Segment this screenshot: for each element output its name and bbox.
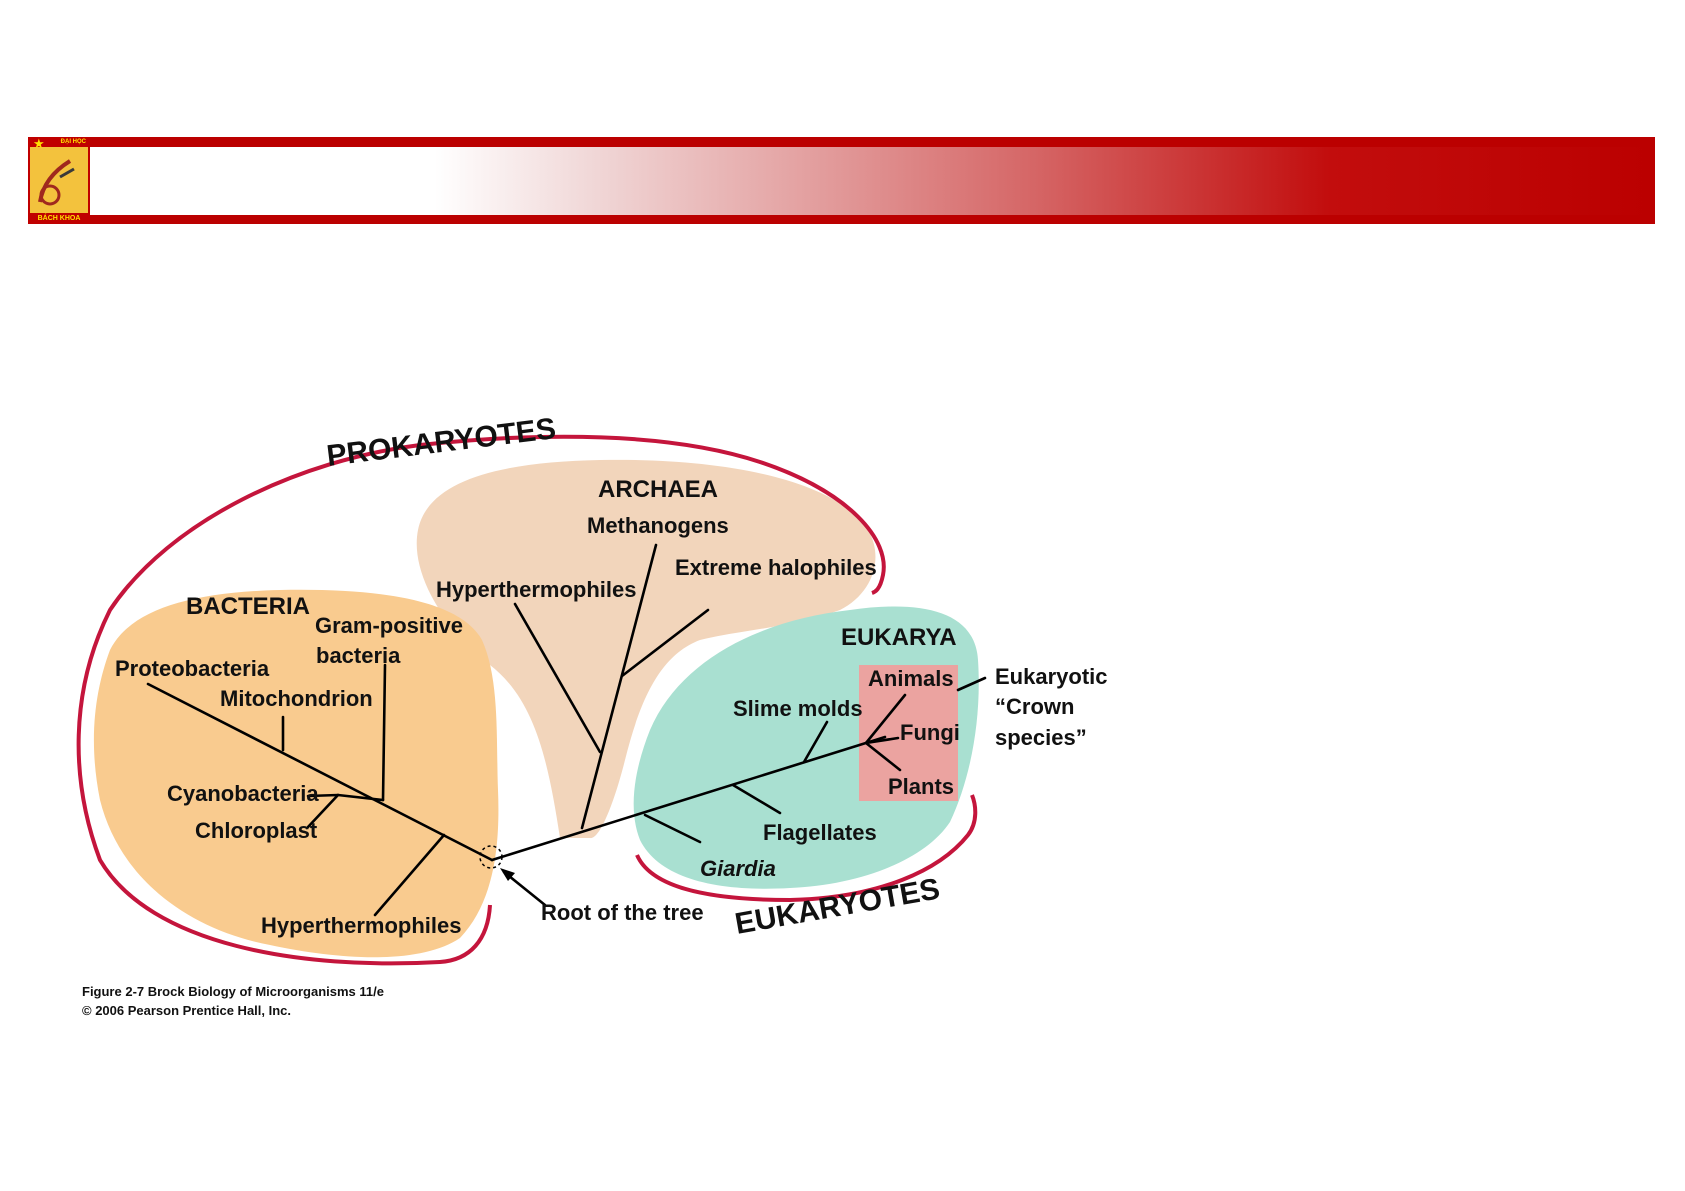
slime-molds-branch (802, 720, 829, 764)
university-crest-icon (30, 147, 88, 215)
phylogenetic-tree (146, 543, 987, 917)
root-arrowhead (500, 868, 515, 881)
bacteria-region (93, 589, 499, 958)
logo-text-bottom: BÁCH KHOA (30, 213, 88, 224)
archaea-hyperthermophiles-label: Hyperthermophiles (436, 577, 637, 602)
animals-label: Animals (868, 666, 954, 691)
mitochondrion-label: Mitochondrion (220, 686, 373, 711)
archaea-trunk (580, 543, 658, 830)
root-label: Root of the tree (541, 900, 704, 925)
university-logo: ★ ĐẠI HỌC BÁCH KHOA (28, 137, 90, 224)
chloroplast-branch (306, 793, 340, 829)
chloroplast-label: Chloroplast (195, 818, 318, 843)
crown-species-label-3: species” (995, 725, 1087, 750)
crown-species-label-1: Eukaryotic (995, 664, 1108, 689)
gram-positive-label-2: bacteria (316, 643, 401, 668)
figure-caption-line2: © 2006 Pearson Prentice Hall, Inc. (82, 1003, 291, 1018)
crown-species-label-2: “Crown (995, 694, 1074, 719)
gram-positive-label: Gram-positive (315, 613, 463, 638)
root-marker (479, 845, 503, 869)
logo-text-top: ĐẠI HỌC (60, 139, 86, 145)
giardia-label: Giardia (700, 856, 776, 881)
animals-branch (864, 693, 907, 745)
archaea-label: ARCHAEA (598, 476, 718, 503)
archaea-region (416, 459, 876, 839)
bacteria-trunk (146, 682, 494, 862)
halophiles-branch (620, 608, 710, 678)
archaea-hyperthermophiles-branch (513, 602, 602, 754)
eukarya-label: EUKARYA (841, 624, 957, 651)
crown-pointer (956, 676, 987, 692)
eukaryotes-bracket (635, 794, 978, 903)
flagellates-branch (731, 783, 782, 815)
proteobacteria-label: Proteobacteria (115, 656, 270, 681)
extreme-halophiles-label: Extreme halophiles (675, 555, 877, 580)
slime-molds-label: Slime molds (733, 696, 863, 721)
cyanobacteria-label: Cyanobacteria (167, 781, 319, 806)
prokaryotes-label: PROKARYOTES (325, 412, 558, 473)
figure-caption-line1: Figure 2-7 Brock Biology of Microorganis… (82, 984, 384, 999)
fungi-label: Fungi (900, 720, 960, 745)
giardia-branch (643, 813, 702, 844)
title-banner (28, 137, 1655, 224)
bacteria-hyperthermophiles-label: Hyperthermophiles (261, 913, 462, 938)
plants-branch (864, 741, 902, 772)
methanogens-label: Methanogens (587, 513, 729, 538)
eukarya-trunk (490, 735, 887, 862)
prokaryotes-bracket (76, 434, 886, 966)
flagellates-label: Flagellates (763, 820, 877, 845)
bacteria-hyperthermophiles-branch (373, 833, 446, 917)
fungi-branch (864, 736, 900, 745)
star-icon: ★ (33, 137, 45, 151)
gram-positive-branch (381, 663, 387, 802)
bacteria-label: BACTERIA (186, 593, 310, 620)
plants-label: Plants (888, 774, 954, 799)
